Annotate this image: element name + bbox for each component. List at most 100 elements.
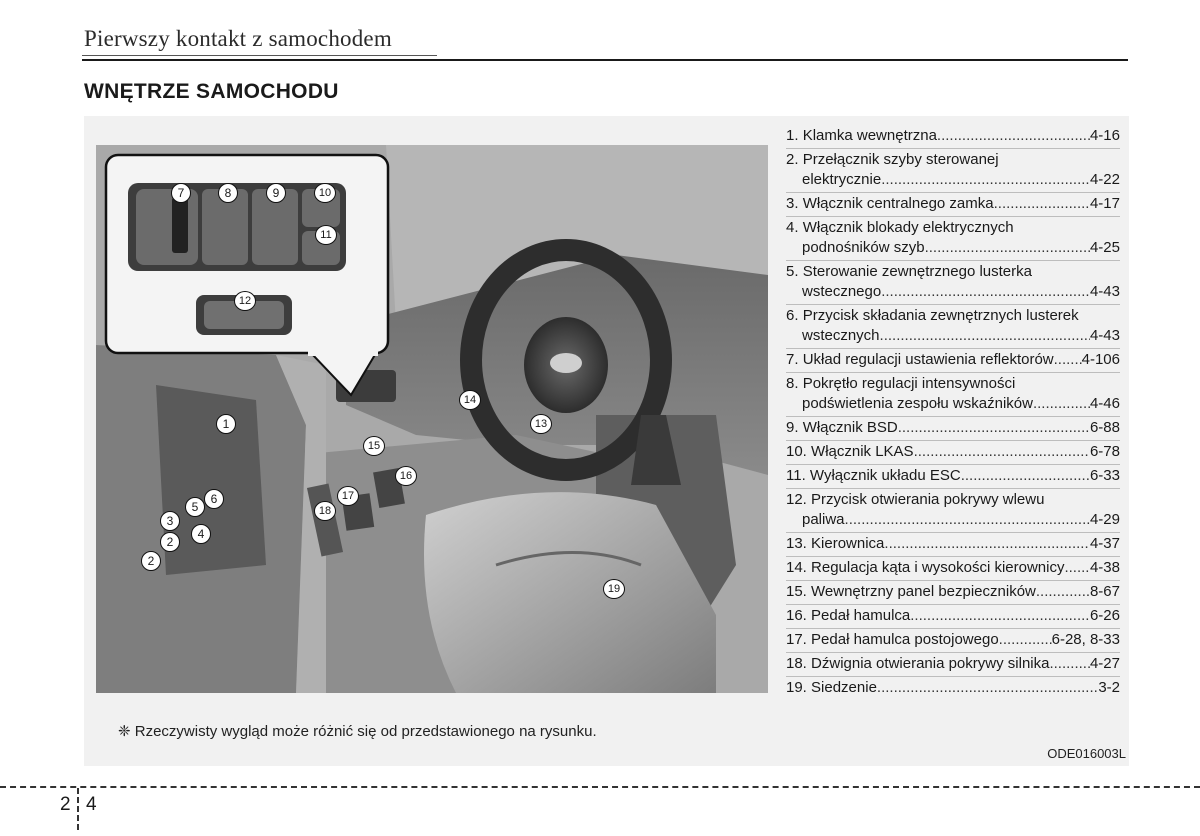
legend-item-page: 4-16 (1090, 126, 1120, 146)
legend-separator (786, 464, 1120, 465)
legend-item-label: Wewnętrzny panel bezpieczników (811, 583, 1036, 600)
legend-item-number: 13. (786, 535, 807, 552)
leader-dots (961, 466, 1090, 486)
legend-item-number: 8. (786, 375, 799, 392)
legend-item-line: 15. Wewnętrzny panel bezpieczników8-67 (786, 582, 1120, 602)
legend-item-number: 11. (786, 467, 806, 484)
legend-item-label-group: 17. Pedał hamulca postojowego (786, 630, 999, 650)
legend-item-label-cont: podnośników szyb (802, 238, 925, 258)
leader-dots (1033, 394, 1090, 414)
callout-15: 15 (363, 436, 385, 456)
legend-item-page: 6-26 (1090, 606, 1120, 626)
leader-dots (1036, 582, 1090, 602)
legend-item-page: 4-25 (1090, 238, 1120, 258)
legend-item-label-cont: wstecznego (802, 282, 881, 302)
callout-18: 18 (314, 501, 336, 521)
leader-dots (884, 534, 1090, 554)
legend-item-label-group: 18. Dźwignia otwierania pokrywy silnika (786, 654, 1049, 674)
legend-item-line: 5. Sterowanie zewnętrznego lusterka (786, 262, 1120, 282)
legend-item: 1. Klamka wewnętrzna4-16 (786, 126, 1120, 146)
legend-separator (786, 628, 1120, 629)
legend-item-label: Włącznik LKAS (811, 443, 914, 460)
legend-item-page: 4-27 (1090, 654, 1120, 674)
legend-item-label: Pedał hamulca postojowego (811, 631, 999, 648)
legend-item-line: 6. Przycisk składania zewnętrznych luste… (786, 306, 1120, 326)
legend-separator (786, 676, 1120, 677)
footer-rule (0, 786, 1200, 788)
legend-item-label: Przełącznik szyby sterowanej (803, 151, 999, 168)
leader-dots (914, 442, 1090, 462)
legend-item-line: 12. Przycisk otwierania pokrywy wlewu (786, 490, 1120, 510)
legend-item-label-cont: wstecznych (802, 326, 880, 346)
legend-item-label-cont: elektrycznie (802, 170, 881, 190)
legend-item-line: 18. Dźwignia otwierania pokrywy silnika 4… (786, 654, 1120, 674)
legend-item-number: 10. (786, 443, 807, 460)
legend-separator (786, 260, 1120, 261)
leader-dots (881, 282, 1090, 302)
legend-item: 3. Włącznik centralnego zamka4-17 (786, 194, 1120, 214)
legend-item-page: 8-67 (1090, 582, 1120, 602)
callout-14: 14 (459, 390, 481, 410)
legend-item-label: Włącznik BSD (803, 419, 898, 436)
legend-item-label: Przycisk otwierania pokrywy wlewu (811, 491, 1044, 508)
legend-item-page: 4-46 (1090, 394, 1120, 414)
legend-item-label: Sterowanie zewnętrznego lusterka (803, 263, 1032, 280)
legend-item-page: 4-106 (1082, 350, 1120, 370)
component-legend: 1. Klamka wewnętrzna4-16 2. Przełącznik s… (786, 126, 1120, 698)
legend-item-page: 6-88 (1090, 418, 1120, 438)
legend-item-label-group: 7. Układ regulacji ustawienia reflektoró… (786, 350, 1054, 370)
legend-item-line: podnośników szyb 4-25 (786, 238, 1120, 258)
legend-item-label-cont: podświetlenia zespołu wskaźników (802, 394, 1033, 414)
legend-item-line: 2. Przełącznik szyby sterowanej (786, 150, 1120, 170)
legend-separator (786, 192, 1120, 193)
legend-item-number: 4. (786, 219, 799, 236)
legend-separator (786, 216, 1120, 217)
legend-item-number: 6. (786, 307, 799, 324)
legend-item: 6. Przycisk składania zewnętrznych luste… (786, 306, 1120, 346)
leader-dots (910, 606, 1090, 626)
callout-17: 17 (337, 486, 359, 506)
leader-dots (1064, 558, 1090, 578)
header-rule-thin (82, 55, 437, 56)
leader-dots (880, 326, 1090, 346)
callout-10: 10 (314, 183, 336, 203)
legend-item: 11. Wyłącznik układu ESC6-33 (786, 466, 1120, 486)
callout-2b: 2 (141, 551, 161, 571)
legend-item: 15. Wewnętrzny panel bezpieczników8-67 (786, 582, 1120, 602)
callout-5: 5 (185, 497, 205, 517)
legend-item: 19. Siedzenie3-2 (786, 678, 1120, 698)
legend-item-number: 18. (786, 655, 807, 672)
legend-item-label-group: 3. Włącznik centralnego zamka (786, 194, 994, 214)
legend-item-line: 3. Włącznik centralnego zamka4-17 (786, 194, 1120, 214)
legend-item-number: 2. (786, 151, 799, 168)
legend-item-number: 12. (786, 491, 807, 508)
callout-13: 13 (530, 414, 552, 434)
legend-item-label-group: 9. Włącznik BSD (786, 418, 898, 438)
legend-separator (786, 440, 1120, 441)
legend-item-line: 16. Pedał hamulca6-26 (786, 606, 1120, 626)
legend-item-number: 3. (786, 195, 799, 212)
legend-item-label: Wyłącznik układu ESC (810, 467, 961, 484)
legend-item-page: 4-37 (1090, 534, 1120, 554)
legend-item-line: 19. Siedzenie3-2 (786, 678, 1120, 698)
legend-item-number: 19. (786, 679, 807, 696)
legend-item-page: 4-22 (1090, 170, 1120, 190)
legend-item-label-cont: paliwa (802, 510, 845, 530)
legend-item-line: 4. Włącznik blokady elektrycznych (786, 218, 1120, 238)
legend-item-label-group: 11. Wyłącznik układu ESC (786, 466, 961, 486)
header-rule (82, 59, 1128, 61)
legend-item: 9. Włącznik BSD 6-88 (786, 418, 1120, 438)
leader-dots (1049, 654, 1090, 674)
legend-item-line: 13. Kierownica4-37 (786, 534, 1120, 554)
legend-item-line: 9. Włącznik BSD 6-88 (786, 418, 1120, 438)
running-header: Pierwszy kontakt z samochodem (84, 26, 392, 52)
legend-separator (786, 348, 1120, 349)
legend-item-page: 6-28, 8-33 (1052, 630, 1120, 650)
legend-item-line: paliwa4-29 (786, 510, 1120, 530)
legend-item-label-group: 10. Włącznik LKAS (786, 442, 914, 462)
legend-item-label: Włącznik centralnego zamka (803, 195, 994, 212)
callout-2a: 2 (160, 532, 180, 552)
legend-item-label: Pedał hamulca (811, 607, 910, 624)
